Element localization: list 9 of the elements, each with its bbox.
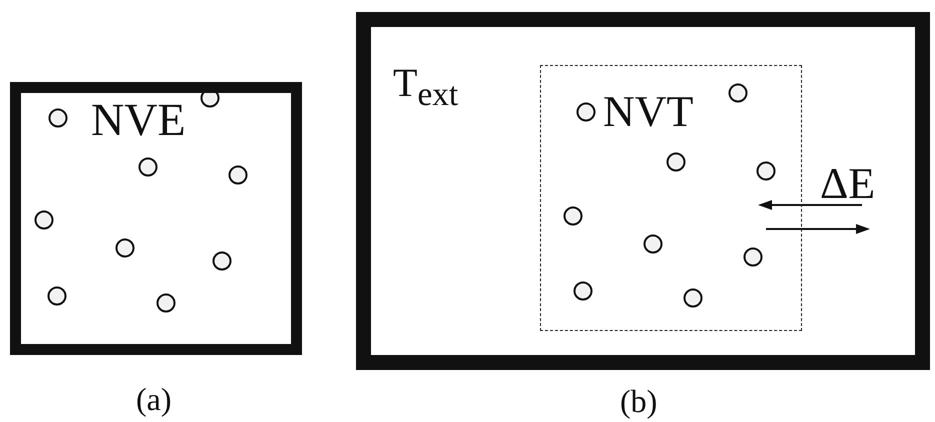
node-label: T$_{ext}$	[393, 63, 458, 112]
node-label: NVE	[91, 97, 186, 143]
panel-caption: (b)	[620, 385, 658, 417]
node-label: NVT	[603, 90, 694, 134]
container-box	[356, 12, 930, 370]
container-box	[10, 82, 302, 355]
dashed-subsystem-box	[540, 65, 802, 331]
panel-caption: (a)	[136, 383, 172, 415]
energy-label: ΔE	[820, 162, 876, 206]
